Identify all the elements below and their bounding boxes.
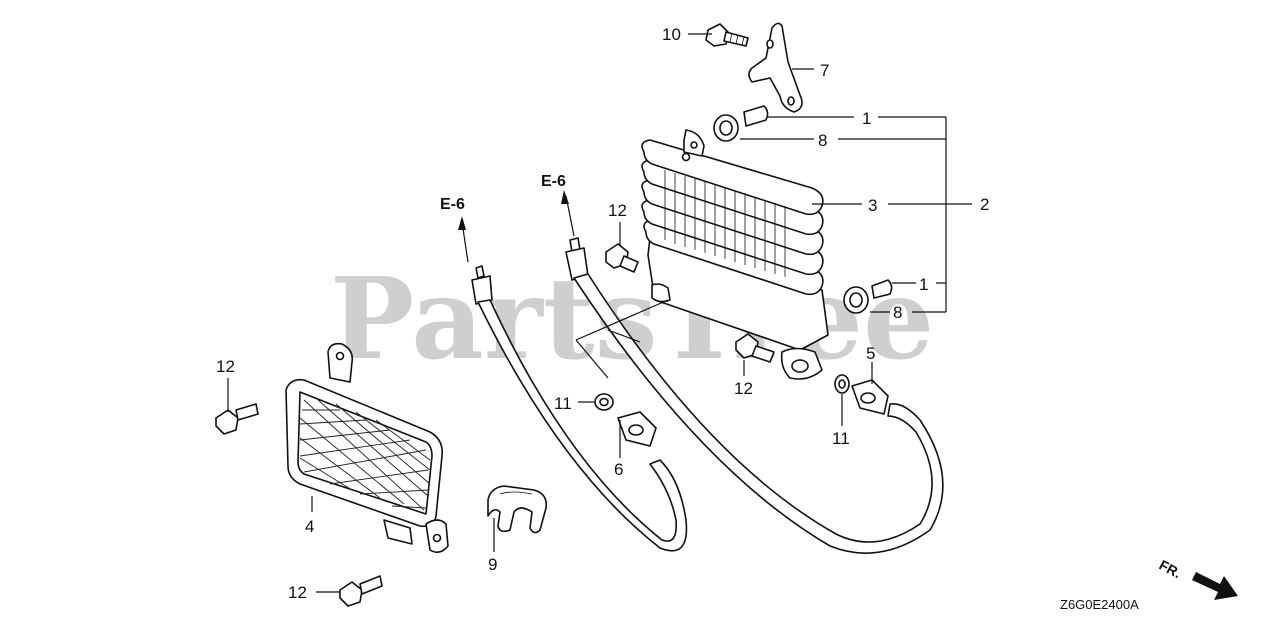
callout-7: 7 — [820, 61, 829, 80]
callout-2: 2 — [980, 195, 989, 214]
reference-label-left: E-6 — [440, 196, 465, 213]
hose-clamp — [487, 485, 548, 534]
oil-hose-right — [565, 237, 944, 554]
bolt-12-bottom — [339, 575, 383, 607]
arrow-up-icon — [458, 216, 466, 230]
callout-12-mid: 12 — [734, 379, 753, 398]
grommet-lower — [843, 279, 893, 314]
callout-12-top: 12 — [608, 201, 627, 220]
bracket — [748, 22, 803, 113]
callout-10: 10 — [662, 25, 681, 44]
callout-1-upper: 1 — [862, 109, 871, 128]
bolt-12-mid — [735, 333, 775, 363]
cooler-screen — [285, 342, 449, 554]
front-label: FR. — [1157, 557, 1184, 582]
oil-cooler — [641, 129, 829, 380]
callout-8-lower: 8 — [893, 303, 902, 322]
watermark: PartsTree — [330, 254, 934, 385]
bolt-12-top — [605, 243, 639, 273]
callout-1-lower: 1 — [919, 275, 928, 294]
callout-3: 3 — [868, 196, 877, 215]
callout-11-right: 11 — [832, 429, 850, 448]
callout-4: 4 — [305, 517, 314, 536]
front-arrow-icon — [1192, 572, 1238, 600]
callout-12-bottom: 12 — [288, 583, 307, 602]
callout-9: 9 — [488, 555, 497, 574]
bolt-12-left — [215, 403, 259, 435]
diagram-code: Z6G0E2400A — [1060, 597, 1139, 612]
callout-8-upper: 8 — [818, 131, 827, 150]
grommet-upper — [713, 105, 769, 142]
callout-6: 6 — [614, 460, 623, 479]
front-indicator: FR. — [1157, 557, 1238, 600]
reference-label-right: E-6 — [541, 173, 566, 190]
screw-10 — [705, 23, 749, 47]
callout-12-left: 12 — [216, 357, 235, 376]
callout-5: 5 — [866, 344, 875, 363]
leader-lines — [227, 33, 972, 593]
callout-11-left: 11 — [554, 394, 572, 413]
arrow-up-icon — [561, 190, 569, 204]
oil-hose-left — [471, 265, 688, 552]
